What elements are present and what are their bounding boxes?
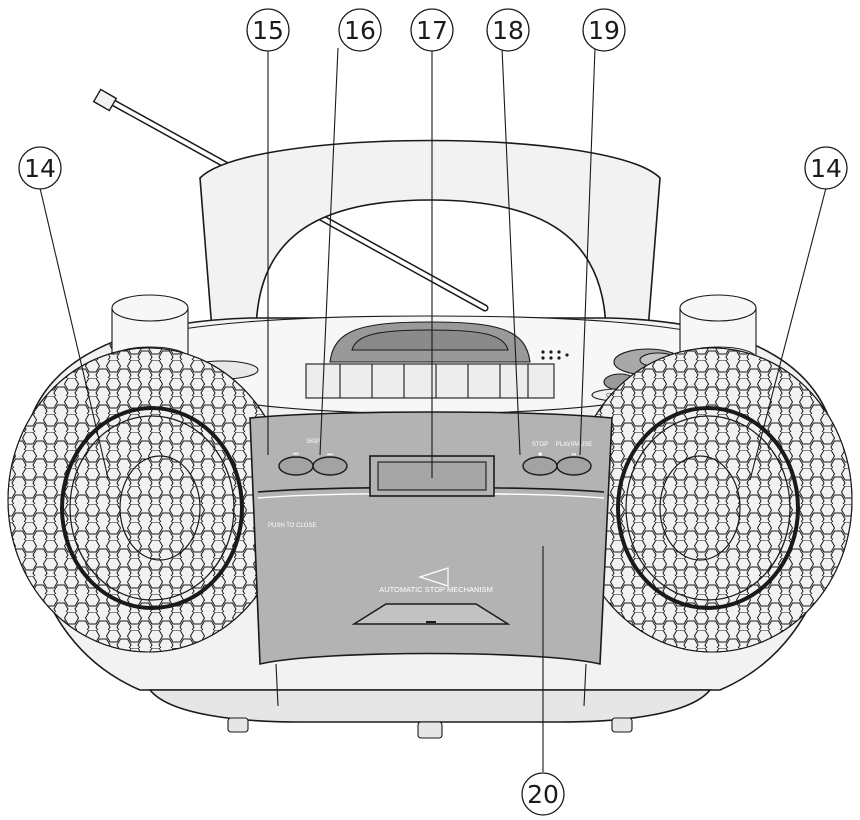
foot-right (611, 717, 633, 733)
callout-18-label: 18 (492, 16, 524, 45)
callout-15: 15 (246, 8, 290, 52)
callout-19: 19 (582, 8, 626, 52)
automatic-stop-label: AUTOMATIC STOP MECHANISM (379, 585, 493, 594)
center-panel (249, 411, 613, 665)
cassette-door-handle[interactable] (351, 603, 511, 625)
skip-label: SKIP (306, 439, 320, 445)
callout-18: 18 (486, 8, 530, 52)
callout-17-label: 17 (416, 16, 448, 45)
panel-edge-left (275, 663, 279, 707)
callout-14-left-label: 14 (24, 154, 56, 183)
play-pause-label: PLAY/PAUSE (556, 442, 592, 448)
top-ribs (305, 363, 555, 399)
callout-14-right-label: 14 (810, 154, 842, 183)
callout-20-label: 20 (527, 780, 559, 809)
callout-20: 20 (521, 772, 565, 816)
callout-15-label: 15 (252, 16, 284, 45)
callout-14-right: 14 (804, 146, 848, 190)
panel-edge-right (583, 663, 587, 707)
callout-14-left: 14 (18, 146, 62, 190)
leader-lines (39, 47, 827, 772)
indicator-dots (541, 350, 569, 360)
skip-forward-button[interactable]: ⏭ (312, 452, 348, 476)
play-pause-symbol: ⏯ (572, 452, 577, 458)
callout-19-label: 19 (588, 16, 620, 45)
cd-lid-window (351, 329, 509, 351)
carry-handle (199, 139, 661, 331)
speaker-right (571, 347, 853, 653)
callout-16: 16 (338, 8, 382, 52)
body-base (148, 689, 712, 723)
skip-back-symbol: ⏮ (293, 452, 299, 458)
callout-17: 17 (410, 8, 454, 52)
foot-left (227, 717, 249, 733)
foot-center (417, 721, 443, 739)
skip-forward-symbol: ⏭ (327, 452, 333, 458)
speaker-left (7, 347, 289, 653)
stop-button[interactable]: ■ (522, 452, 558, 476)
stop-label: STOP (532, 442, 548, 448)
eject-triangle (418, 567, 449, 587)
stop-symbol: ■ (538, 452, 542, 458)
play-pause-button[interactable]: ⏯ (556, 452, 592, 476)
skip-back-button[interactable]: ⏮ (278, 452, 314, 476)
callout-16-label: 16 (344, 16, 376, 45)
push-to-close-label: PUSH TO CLOSE (268, 523, 316, 529)
